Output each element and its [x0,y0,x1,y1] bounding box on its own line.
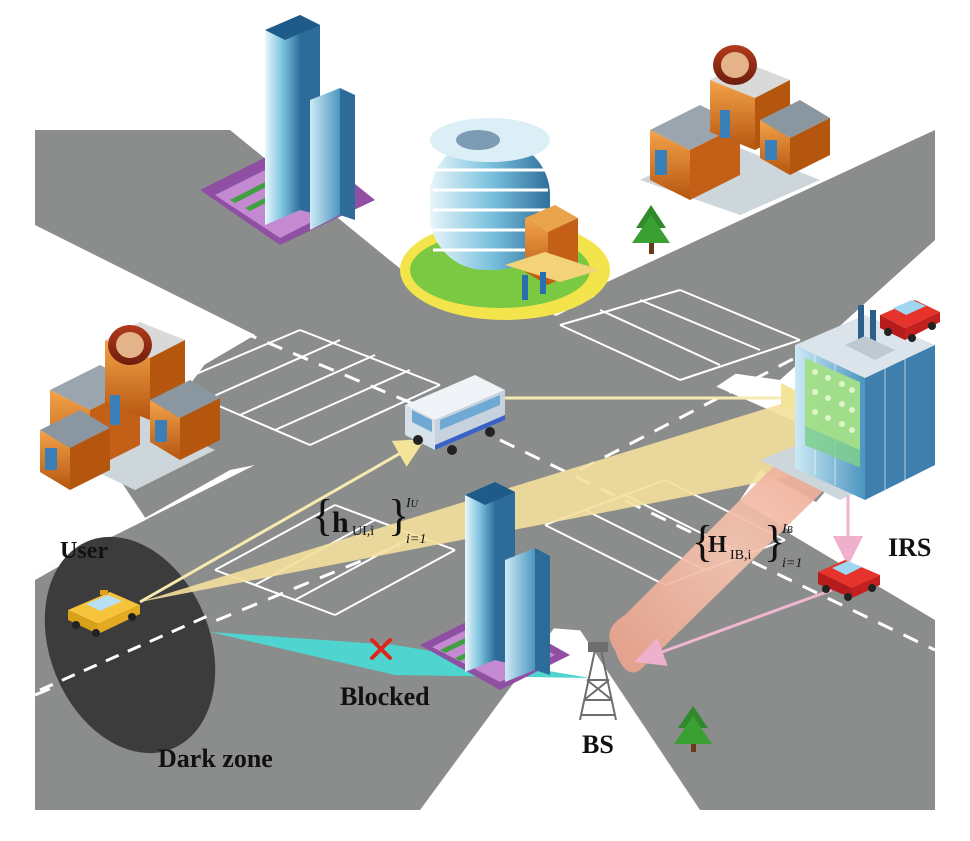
bus-icon [405,375,505,455]
channel-ui-sup-sub: U [410,499,418,510]
channel-ib-sup-sub: B [786,525,793,536]
shop-building-icon [40,322,220,490]
red-car-icon [818,560,880,601]
tree-icon [674,706,712,752]
antenna-tower-icon [579,642,617,721]
blocked-x-icon [370,638,392,660]
red-car-icon [880,300,940,342]
dark-zone-label: Dark zone [158,744,273,773]
shop-building-icon [640,45,830,215]
channel-ib-notation: { H IB,i } IB i=1 [692,517,803,571]
irs-building-icon [760,305,935,500]
skyscraper-icon [200,15,375,245]
channel-ui-notation: { h UI,i } IU i=1 [312,491,427,547]
channel-ib-sup-main: I [782,522,787,537]
channel-ui-symbol: h [332,506,349,539]
dark-zone-lane [39,613,211,692]
irs-label: IRS [888,533,932,562]
channel-ui-subscript: UI,i [352,524,375,539]
beam-irs-to-bs [609,425,860,673]
office-tower-icon [400,118,610,320]
arrow-user-to-bus [139,439,426,604]
beam-user-to-bs [210,632,395,675]
road-upper-right [590,130,935,380]
skyscraper-icon [420,482,570,690]
arrow-car-to-bs [634,588,833,666]
road-upper-left [35,130,500,355]
channel-ib-symbol: H [708,532,727,558]
bs-label: BS [582,730,614,759]
dark-zone-ellipse [44,536,216,754]
tree-icon [632,205,670,254]
channel-ui-sup-main: I [406,496,411,511]
user-label: User [60,538,108,564]
channel-ib-subscript: IB,i [730,548,752,563]
channel-ib-lower: i=1 [782,556,803,571]
blocked-label: Blocked [340,682,430,711]
channel-ui-lower: i=1 [406,532,427,547]
taxi-icon [68,590,140,637]
